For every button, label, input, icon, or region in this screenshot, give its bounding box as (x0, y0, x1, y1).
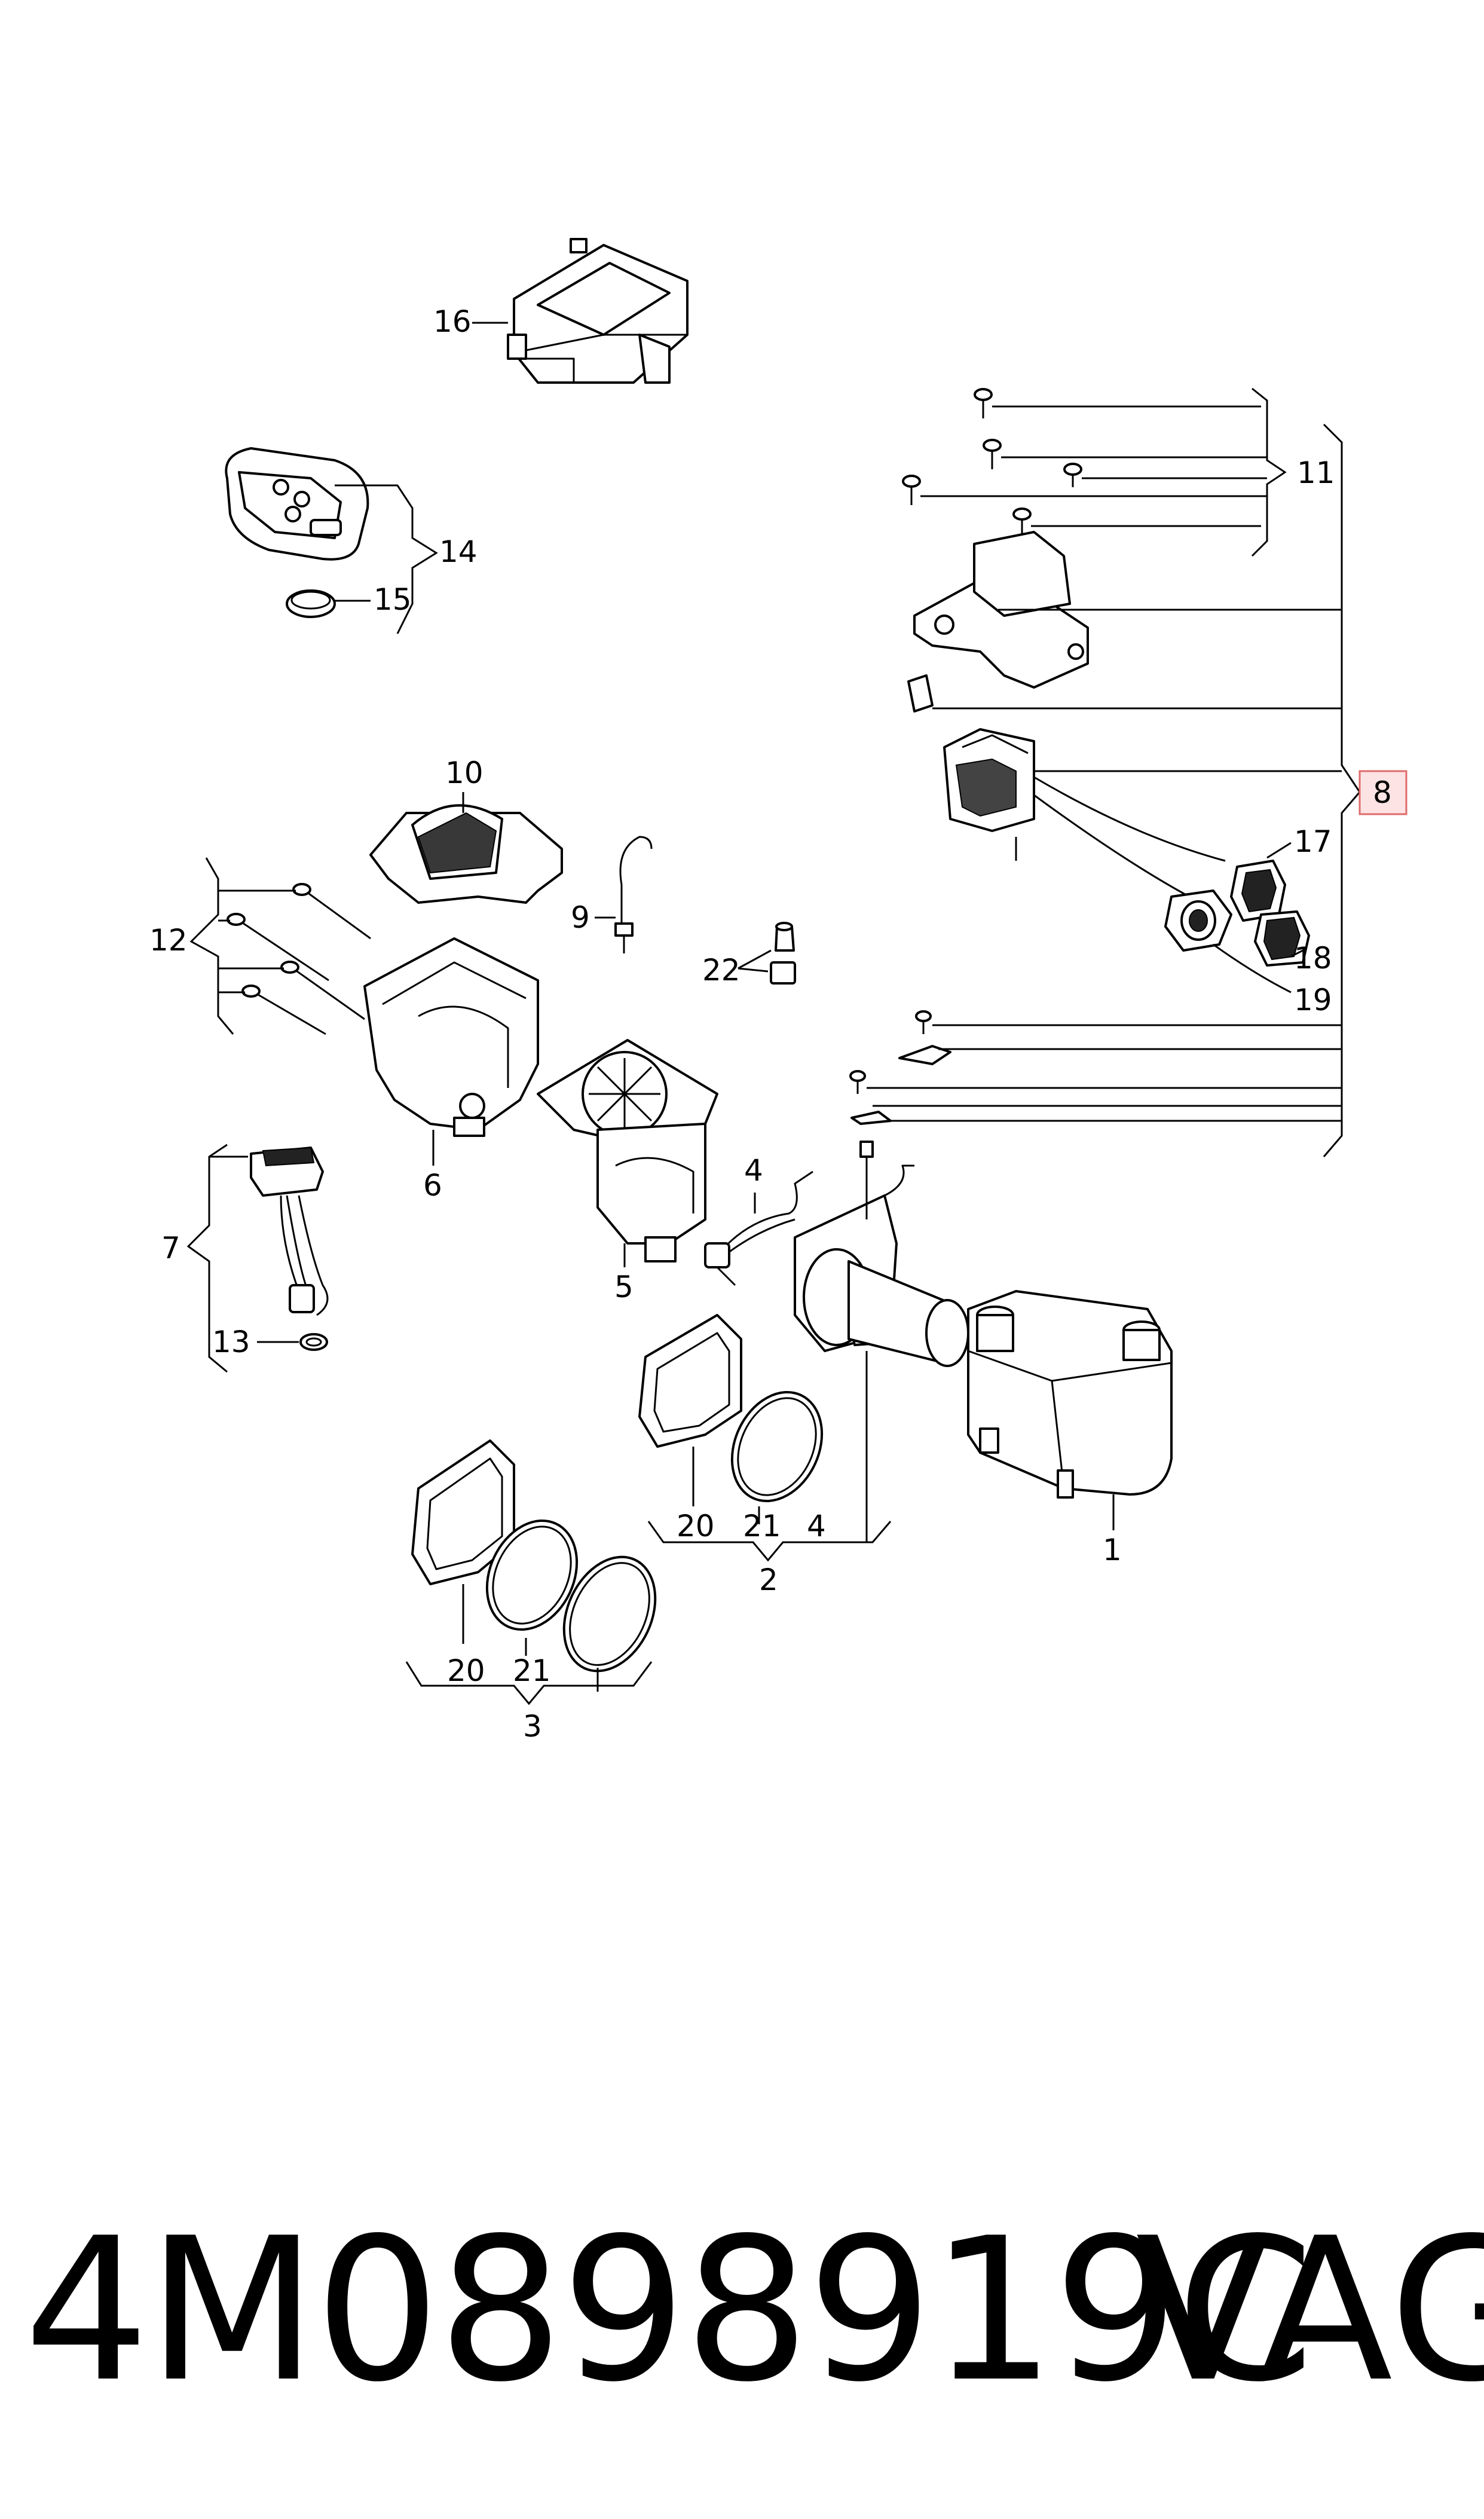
callout-10: 10 (445, 756, 484, 790)
brand-name: VAG (1136, 2196, 1484, 2425)
part-11-screws (902, 388, 1082, 535)
callout-21-b: 21 (513, 1653, 551, 1688)
callout-8: 8 (1373, 775, 1392, 810)
callout-13: 13 (212, 1325, 250, 1359)
callout-17: 17 (1294, 824, 1332, 859)
callout-21-a: 21 (743, 1509, 781, 1543)
callout-18: 18 (1294, 941, 1332, 976)
part-8-bracket (913, 531, 1089, 689)
part-20-gasket-b (411, 1439, 515, 1585)
part-16-control-unit (507, 238, 689, 384)
part-8-module (943, 728, 1226, 898)
part-4-harness (704, 1170, 813, 1286)
callout-14: 14 (439, 534, 478, 569)
part-14-remote-key (225, 447, 369, 561)
callout-20-b: 20 (447, 1653, 485, 1688)
part-5-blower-housing (537, 1039, 718, 1262)
part-number: 4M0898919C (24, 2196, 1314, 2425)
part-21-oring-b (485, 1519, 579, 1631)
callout-3: 3 (523, 1709, 542, 1744)
callout-12: 12 (149, 923, 188, 958)
part-9-sensor (614, 836, 653, 953)
part-7-connector (250, 1147, 329, 1316)
part-12-screws (227, 883, 371, 1035)
part-8-fasteners (849, 1010, 951, 1125)
callout-11: 11 (1297, 456, 1335, 490)
part-21-oring-c (562, 1555, 657, 1673)
callout-8-box (1358, 770, 1407, 815)
part-8-clip (907, 674, 934, 713)
part-20-gasket-a (638, 1314, 742, 1448)
part-15-battery (286, 589, 336, 618)
callout-6: 6 (423, 1168, 442, 1203)
callout-9: 9 (571, 900, 590, 935)
callout-16: 16 (433, 304, 472, 339)
callout-4: 4 (744, 1153, 763, 1188)
part-13-oring (299, 1333, 328, 1351)
part-17-connector (1230, 860, 1286, 922)
callout-15: 15 (374, 582, 412, 617)
part-18-connector (1254, 910, 1310, 967)
part-10-cover (369, 804, 563, 904)
callout-4-b: 4 (807, 1509, 826, 1543)
callout-22: 22 (702, 953, 741, 988)
callout-1: 1 (1103, 1533, 1122, 1567)
part-21-oring-a (730, 1390, 824, 1503)
part-1-heater-body (967, 1290, 1173, 1499)
callout-2: 2 (759, 1563, 778, 1597)
part-22-caps (770, 922, 796, 985)
part-19-connector (1164, 889, 1232, 952)
callout-20-a: 20 (677, 1509, 715, 1543)
part-2-burner (794, 1141, 969, 1367)
callout-5: 5 (614, 1270, 634, 1304)
callout-7: 7 (161, 1231, 180, 1265)
callout-19: 19 (1294, 983, 1332, 1017)
part-6-housing (363, 937, 539, 1137)
